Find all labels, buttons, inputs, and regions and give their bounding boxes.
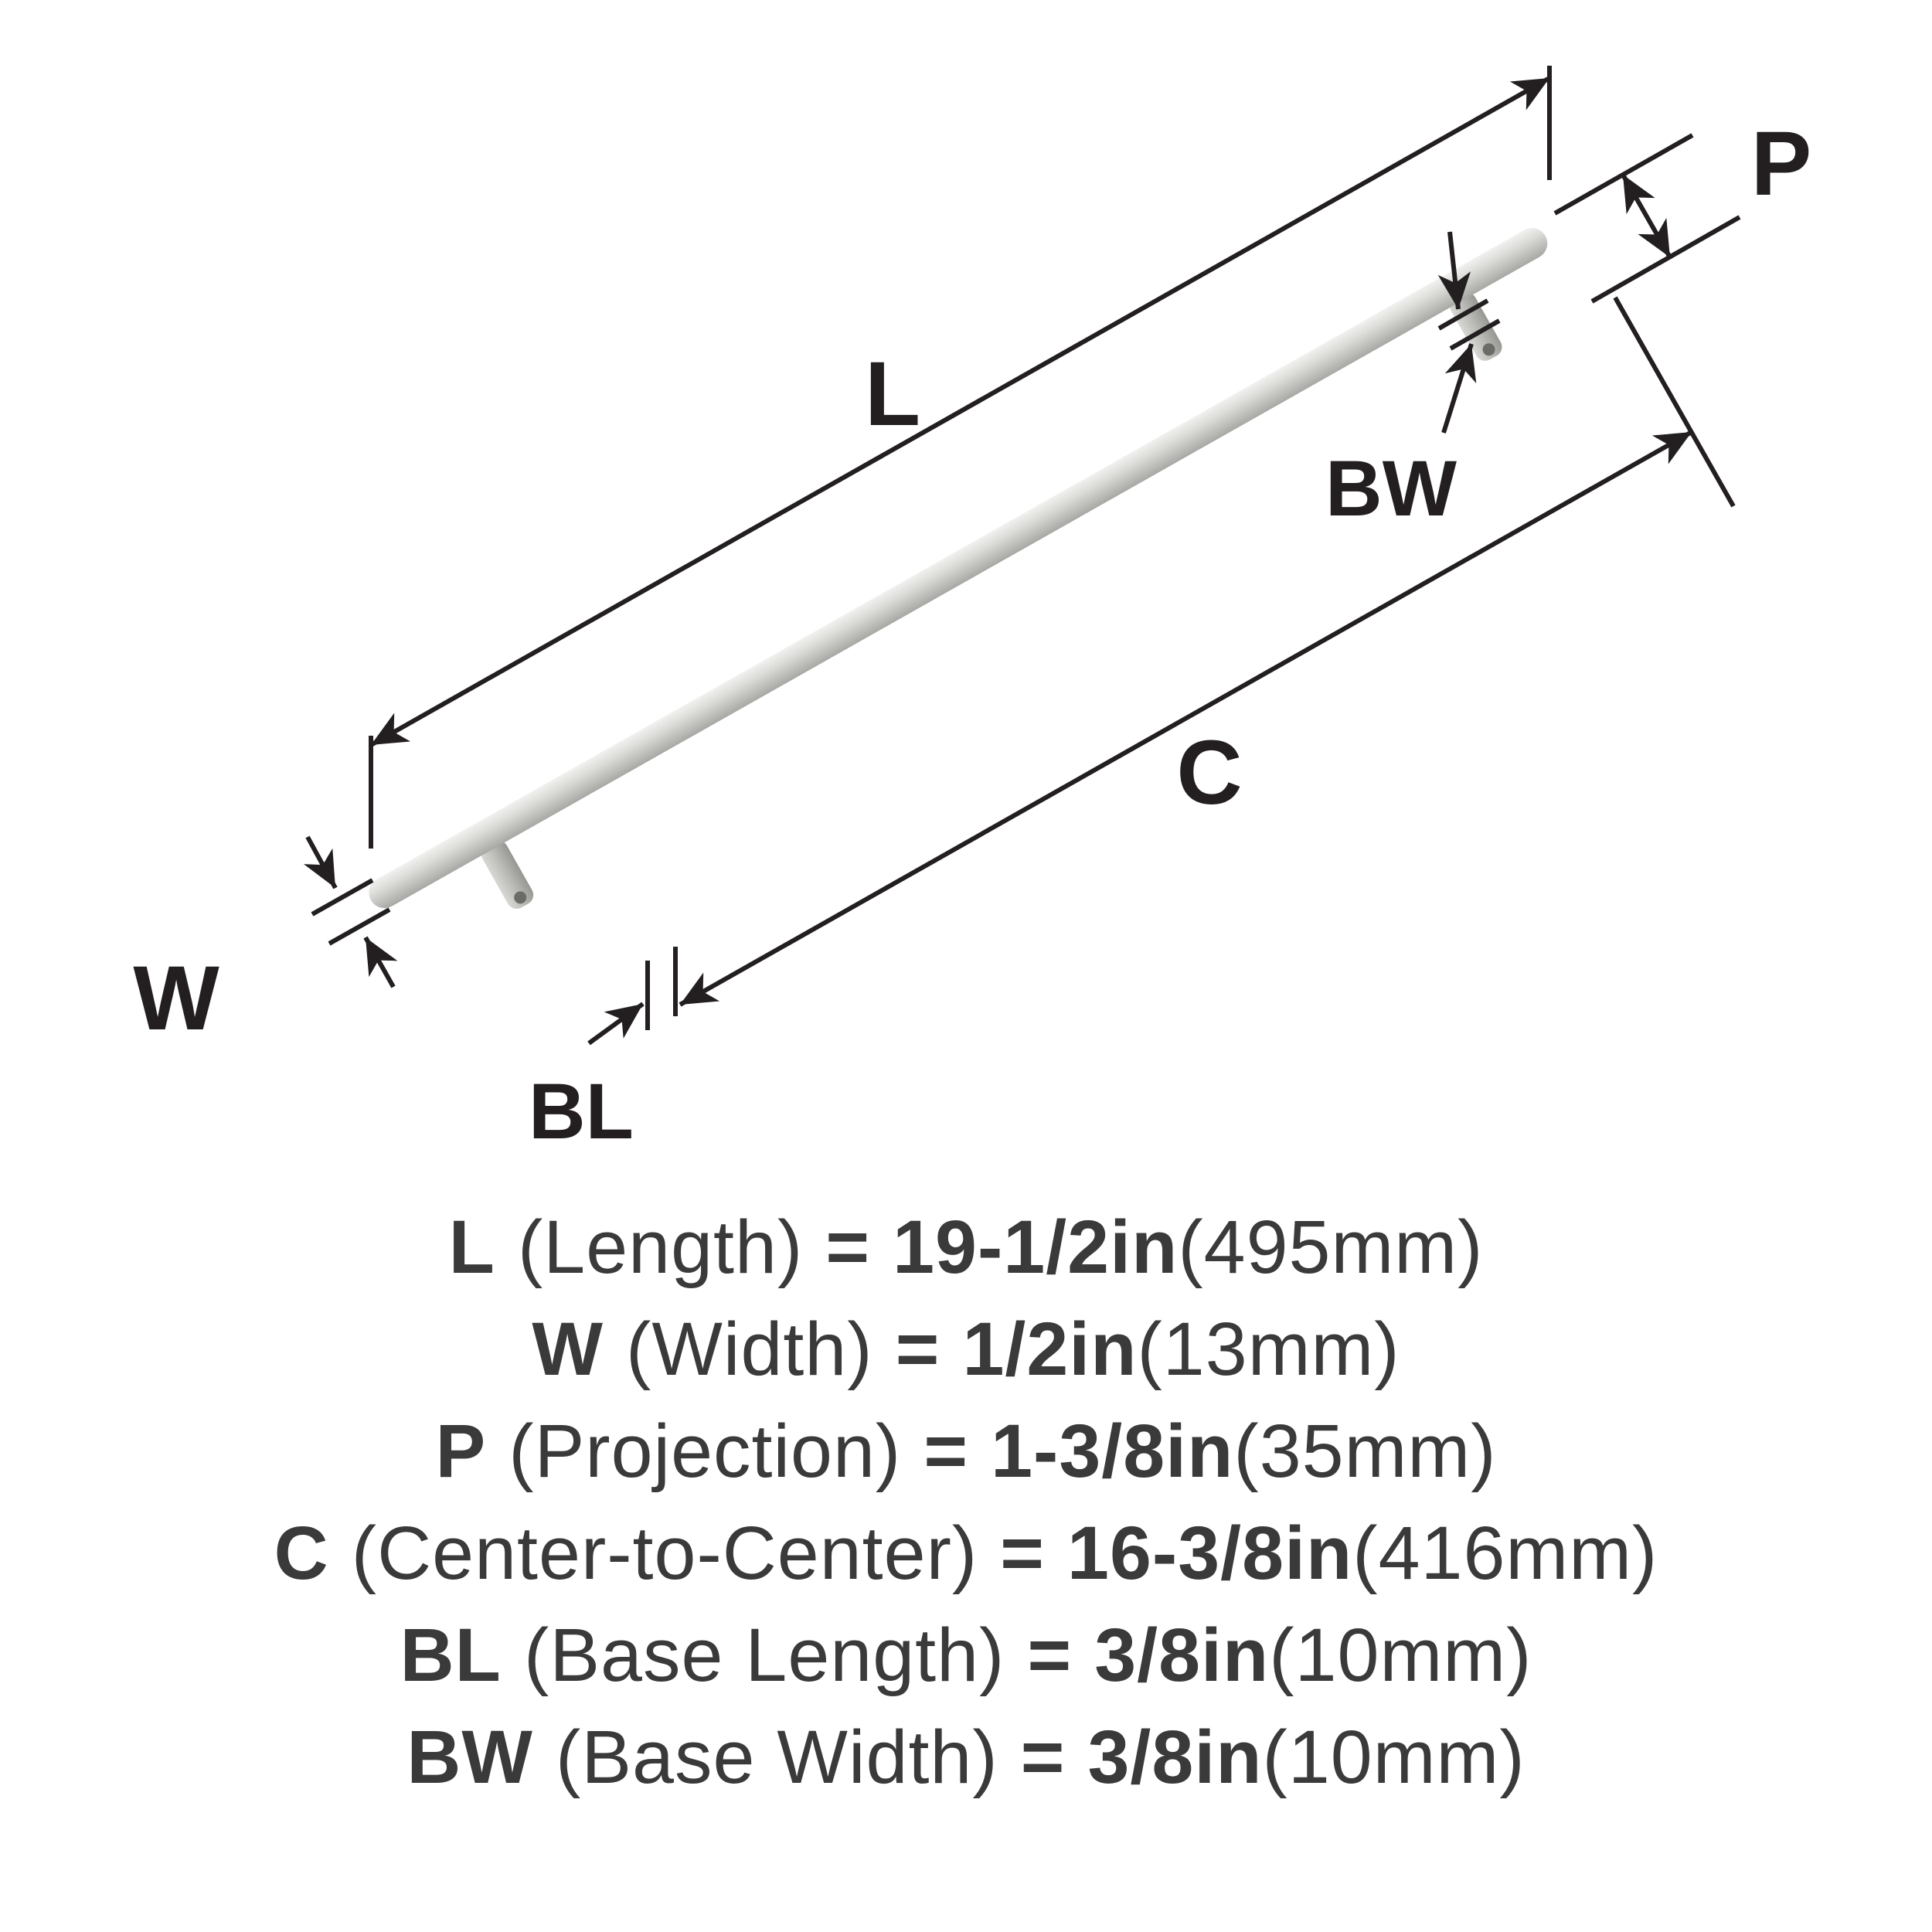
spec-value: 3/8in [1094,1612,1270,1697]
label-C: C [1176,722,1242,824]
spec-abbr: BW [406,1714,533,1799]
extension-line-P-inner [1590,215,1741,304]
spec-abbr: W [532,1306,604,1391]
label-W: W [133,947,219,1049]
dim-line-L [369,76,1551,747]
witness-right-C [1613,296,1736,508]
spec-name: (Width) [626,1306,873,1391]
spec-value: 19-1/2in [893,1205,1179,1289]
tick-BW-1 [1437,298,1489,331]
label-P: P [1751,113,1812,215]
dim-line-C [679,430,1693,1007]
spec-value: 1-3/8in [991,1408,1234,1493]
pull-bar [369,228,1548,909]
spec-name: (Base Length) [524,1612,1005,1697]
spec-value: 16-3/8in [1067,1510,1353,1595]
arrow-BL [587,1002,645,1046]
spec-name: (Projection) [509,1408,902,1493]
spec-abbr: L [448,1205,495,1289]
spec-line-base-length: BL (Base Length) =3/8in(10mm) [0,1604,1932,1706]
spec-line-width: W (Width) = 1/2in(13mm) [0,1298,1932,1400]
spec-equals: = [895,1306,940,1391]
spec-name: (Base Width) [556,1714,998,1799]
tick-W-1 [311,878,374,917]
tick-W-2 [328,907,391,946]
spec-metric: (10mm) [1269,1612,1532,1697]
label-L: L [865,343,920,445]
spec-metric: (13mm) [1137,1306,1400,1391]
arrow-BW-down [1437,231,1471,310]
spec-metric: (35mm) [1233,1408,1497,1493]
dimension-spec-list: L(Length)=19-1/2in(495mm) W(Width)=1/2in… [0,1196,1932,1808]
spec-equals: = [1000,1510,1045,1595]
label-BL: BL [529,1067,634,1155]
spec-metric: (495mm) [1178,1205,1484,1289]
spec-line-length: L (Length)= 19-1/2in(495mm) [0,1196,1932,1298]
arrow-W-upper [303,835,338,889]
spec-equals: = [1027,1612,1073,1697]
spec-value: 3/8in [1087,1714,1263,1799]
spec-line-base-width: BW (Base Width) =3/8in(10mm) [0,1706,1932,1808]
spec-name: (Center-to-Center) [351,1510,978,1595]
spec-equals: = [923,1408,968,1493]
spec-equals: = [1020,1714,1066,1799]
spec-line-projection: P (Projection)= 1-3/8in(35mm) [0,1400,1932,1502]
label-BW: BW [1325,444,1458,532]
spec-value: 1/2in [962,1306,1138,1391]
spec-metric: (416mm) [1352,1510,1658,1595]
dim-arrow-P [1621,173,1672,259]
spec-abbr: BL [400,1612,502,1697]
spec-abbr: P [435,1408,487,1493]
spec-equals: = [825,1205,870,1289]
arrow-W-lower [363,936,398,988]
spec-metric: (10mm) [1262,1714,1526,1799]
arrow-BW-up [1441,343,1477,434]
spec-line-center-to-center: C (Center-to-Center) = 16-3/8in(416mm) [0,1502,1932,1604]
spec-abbr: C [274,1510,329,1595]
left-post-screw-hole [514,891,527,904]
spec-name: (Length) [517,1205,804,1289]
